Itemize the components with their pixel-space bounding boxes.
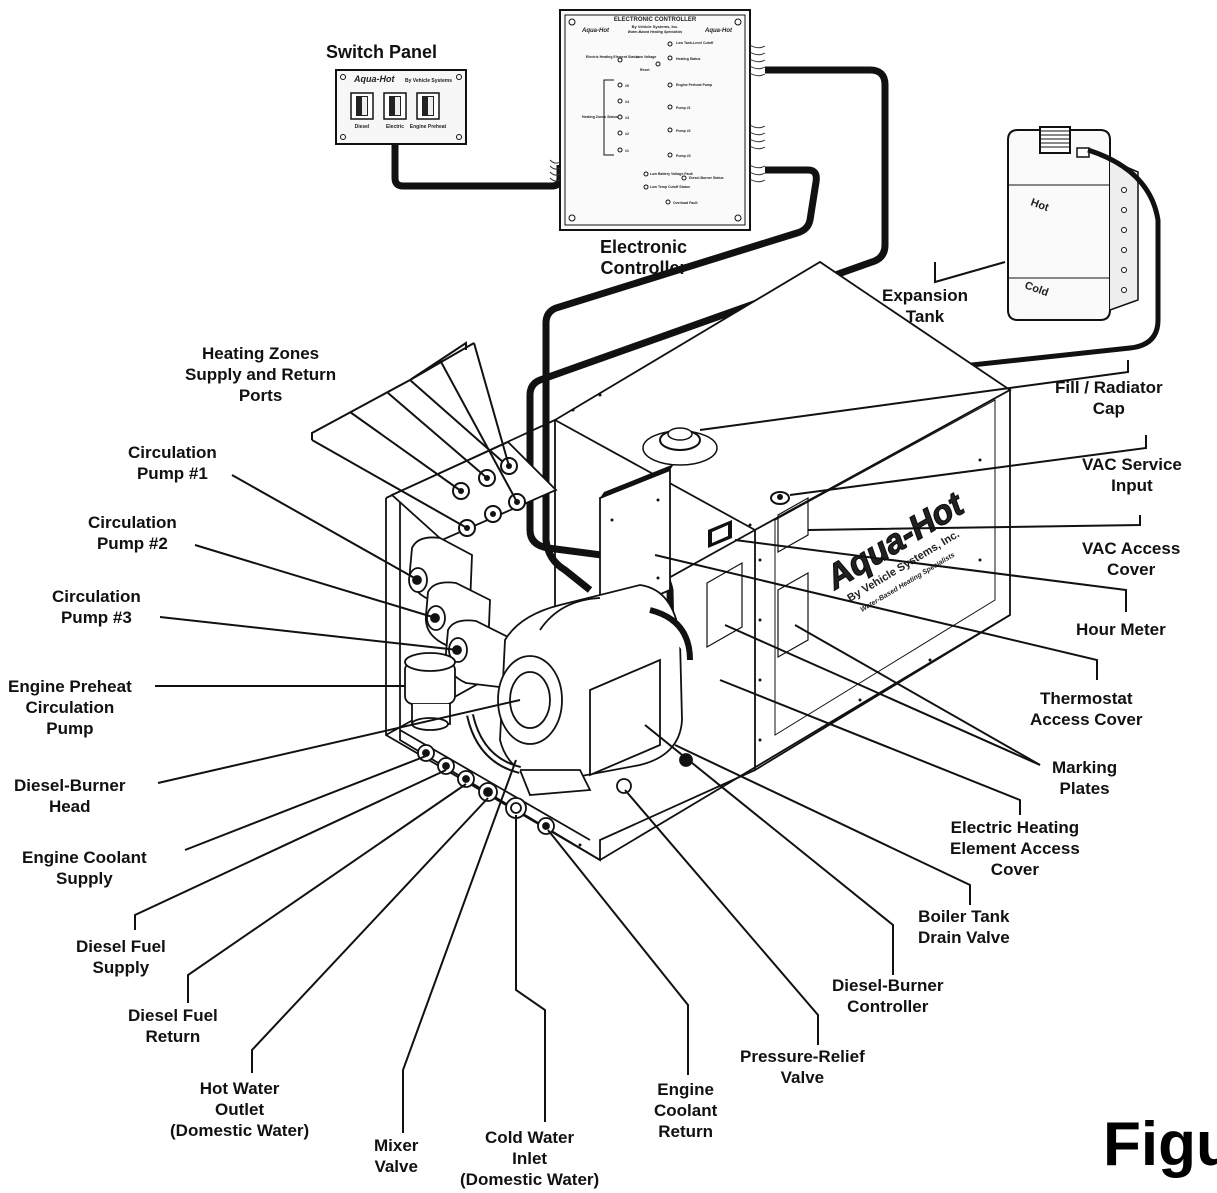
label-cold-water: Cold Water Inlet (Domestic Water): [460, 1128, 600, 1189]
label-hour-meter: Hour Meter: [1076, 620, 1166, 639]
label-pump2: Circulation Pump #2: [88, 513, 177, 553]
label-vac-service-input: VAC Service Input: [1082, 455, 1182, 495]
switch-label-electric: Electric: [386, 124, 404, 130]
label-burner-controller: Diesel-Burner Controller: [832, 976, 944, 1016]
engine-preheat-pump: [404, 652, 456, 731]
controller-brand-left: Aqua-Hot: [581, 28, 610, 34]
controller-byline: By Vehicle Systems, Inc.: [632, 24, 679, 29]
svg-text:Heating Status: Heating Status: [676, 57, 701, 61]
label-heating-zones: Heating Zones Supply and Return Ports: [185, 344, 337, 405]
switch-panel: Aqua-Hot By Vehicle Systems Diesel Elect…: [335, 69, 467, 145]
switch-diesel[interactable]: [350, 92, 374, 120]
switch-label-preheat: Engine Preheat: [410, 124, 447, 130]
switch-panel-brand: Aqua-Hot: [353, 74, 395, 84]
label-vac-access-cover: VAC Access Cover: [1082, 539, 1181, 579]
expansion-tank: Hot Cold: [1007, 126, 1139, 321]
diesel-burner-assembly: [497, 584, 693, 781]
label-electronic-controller: Electronic Controller: [600, 237, 688, 278]
controller-indicator-text: Electric Heating Element Status Low Volt…: [582, 41, 724, 205]
cabinet-screws: [571, 393, 982, 847]
svg-text:Low Tank-Level Cutoff: Low Tank-Level Cutoff: [676, 41, 714, 45]
controller-brand-right: Aqua-Hot: [704, 28, 733, 34]
label-preheat-pump: Engine Preheat Circulation Pump: [8, 677, 132, 738]
label-electric-heating-cover: Electric Heating Element Access Cover: [950, 818, 1080, 879]
label-pump3: Circulation Pump #3: [52, 587, 141, 627]
label-coolant-return: Engine Coolant Return: [654, 1080, 718, 1141]
label-switch-panel: Switch Panel: [326, 42, 438, 62]
svg-text:Pump #2: Pump #2: [676, 129, 691, 133]
label-expansion-tank: Expansion Tank: [882, 286, 968, 326]
electronic-controller-box: ELECTRONIC CONTROLLER Aqua-Hot Aqua-Hot …: [549, 9, 766, 231]
label-boiler-drain: Boiler Tank Drain Valve: [918, 907, 1010, 947]
controller-wire-looms: [549, 44, 766, 183]
zone-bracket: [603, 79, 614, 156]
svg-text:Electric Heating Element Statu: Electric Heating Element Status: [586, 55, 639, 59]
tank-hot-label: Hot: [1029, 197, 1051, 215]
fill-radiator-cap: [642, 427, 718, 466]
switch-panel-byline: By Vehicle Systems: [405, 78, 452, 84]
svg-text:Low Battery Voltage Fault: Low Battery Voltage Fault: [650, 172, 694, 176]
hour-meter: [708, 520, 732, 548]
label-thermostat-cover: Thermostat Access Cover: [1030, 689, 1143, 729]
svg-text:Diesel-Burner Status: Diesel-Burner Status: [689, 176, 724, 180]
thermostat-access-cover: [599, 464, 674, 622]
controller-leds: [617, 41, 687, 205]
label-coolant-supply: Engine Coolant Supply: [22, 848, 147, 888]
svg-text:Overload Fault: Overload Fault: [673, 201, 698, 205]
label-fill-cap: Fill / Radiator Cap: [1055, 378, 1163, 418]
svg-text:Reset: Reset: [640, 68, 650, 72]
label-marking-plates: Marking Plates: [1052, 758, 1118, 798]
svg-text:#4: #4: [625, 100, 629, 104]
svg-text:Pump #3: Pump #3: [676, 154, 691, 158]
svg-text:#5: #5: [625, 84, 629, 88]
controller-cable-bottom: [542, 166, 820, 593]
switch-panel-cable: [391, 144, 564, 190]
callout-lines: [134, 261, 1147, 1133]
circulation-pumps: [408, 536, 511, 690]
svg-text:Engine Preheat Pump: Engine Preheat Pump: [676, 83, 712, 87]
label-pump1: Circulation Pump #1: [128, 443, 217, 483]
switch-electric[interactable]: [383, 92, 407, 120]
switch-engine-preheat[interactable]: [416, 92, 440, 120]
controller-tagline: Water-Based Heating Specialists: [628, 30, 682, 34]
label-pressure-relief: Pressure-Relief Valve: [740, 1047, 865, 1087]
svg-text:#2: #2: [625, 132, 629, 136]
vac-service-input: [770, 491, 790, 505]
svg-text:Pump #1: Pump #1: [676, 106, 691, 110]
label-hot-water: Hot Water Outlet (Domestic Water): [170, 1079, 310, 1140]
switch-label-diesel: Diesel: [355, 124, 370, 130]
plumbing-fittings: [417, 714, 693, 835]
controller-title: ELECTRONIC CONTROLLER: [614, 17, 697, 23]
svg-text:Heating Zones Status: Heating Zones Status: [582, 115, 618, 119]
svg-text:#1: #1: [625, 149, 629, 153]
label-fuel-supply: Diesel Fuel Supply: [76, 937, 166, 977]
svg-text:Low Voltage: Low Voltage: [636, 55, 656, 59]
label-burner-head: Diesel-Burner Head: [14, 776, 126, 816]
label-fuel-return: Diesel Fuel Return: [128, 1006, 218, 1046]
svg-text:#3: #3: [625, 116, 629, 120]
label-mixer-valve: Mixer Valve: [374, 1136, 419, 1176]
figure-caption-fragment: Figu: [1103, 1110, 1217, 1179]
svg-text:Low Temp Cutoff Status: Low Temp Cutoff Status: [650, 185, 690, 189]
